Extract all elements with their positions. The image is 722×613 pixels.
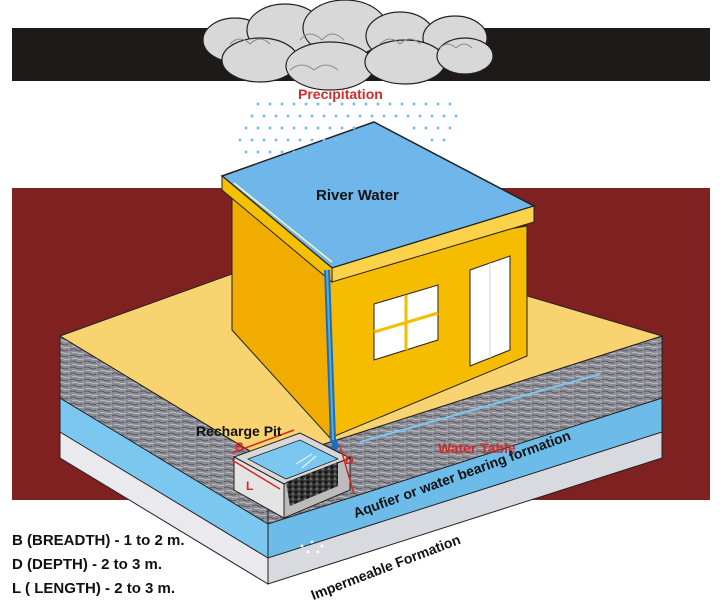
splash-1: [301, 455, 317, 469]
breadth-marker-label: B: [235, 440, 244, 454]
precipitation-dots: [238, 102, 458, 154]
legend-breadth: B (BREADTH) - 1 to 2 m.: [12, 532, 185, 549]
infiltration-marks: [300, 540, 324, 554]
breadth-line: [231, 429, 295, 454]
recharge-pit-label: Recharge Pit: [196, 423, 282, 439]
water-table-line: [359, 373, 601, 443]
dimension-legend: B (BREADTH) - 1 to 2 m. D (DEPTH) - 2 to…: [12, 532, 185, 604]
legend-depth: D (DEPTH) - 2 to 3 m.: [12, 556, 163, 573]
precipitation-label: Precipitation: [298, 86, 383, 102]
roof-rim-highlight: [233, 182, 333, 263]
length-line: [231, 459, 281, 490]
length-marker-label: L: [246, 479, 254, 493]
pit-water: [247, 439, 339, 480]
legend-length: L ( LENGTH) - 2 to 3 m.: [12, 580, 176, 597]
depth-marker-label: D: [345, 453, 354, 467]
splash-2: [295, 453, 313, 465]
cloud-texture: [229, 33, 473, 71]
water-table-label: Water Table: [438, 440, 516, 456]
depth-line: [339, 445, 355, 495]
river-water-label: River Water: [316, 187, 399, 204]
pit-gravel: [286, 462, 338, 506]
downpipe-highlight: [326, 269, 334, 441]
window-transom: [373, 311, 439, 334]
roof-front-edge: [331, 205, 535, 283]
